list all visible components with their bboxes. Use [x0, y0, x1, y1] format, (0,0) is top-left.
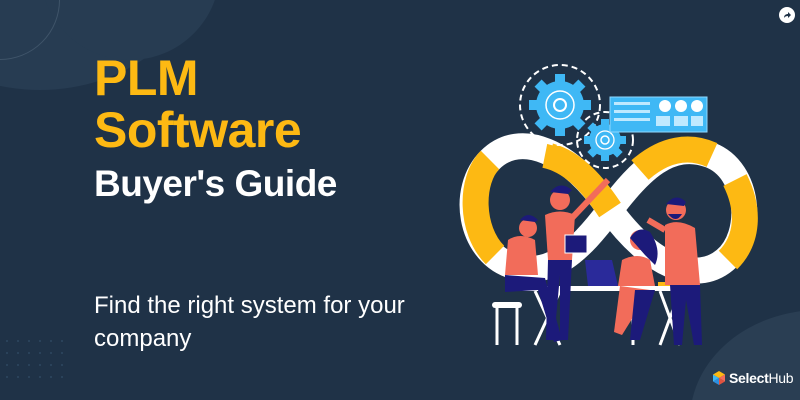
dashboard-panel-icon [609, 96, 708, 133]
infinity-loop-icon [459, 133, 758, 284]
gear-icon [529, 74, 591, 136]
share-arrow-icon [784, 12, 791, 18]
dot-grid-decoration [6, 340, 72, 378]
subtitle: Find the right system for your company [94, 292, 405, 352]
headline-line-1: PLM [94, 50, 199, 106]
team-illustration [459, 64, 758, 346]
headline: PLM Software Buyer's Guide [94, 52, 337, 206]
share-button[interactable] [779, 7, 795, 23]
headline-line-3: Buyer's Guide [94, 163, 337, 204]
headline-line-2: Software [94, 102, 302, 158]
selecthub-logo[interactable]: SelectHub [712, 370, 794, 386]
logo-text: SelectHub [729, 370, 794, 386]
hexagon-logo-icon [713, 371, 725, 385]
